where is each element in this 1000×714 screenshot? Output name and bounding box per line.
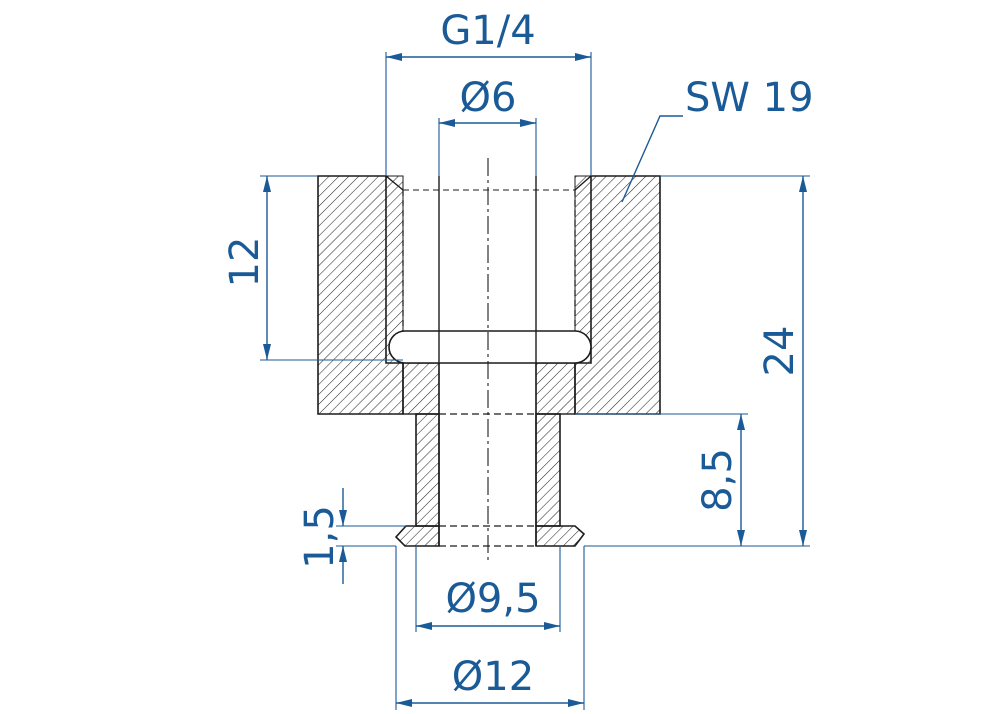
- dimension-texts: G1/4 Ø6 SW 19 12 24 8,5 1,5 Ø9,5 Ø12: [222, 8, 814, 700]
- chamfer-left: [385, 175, 404, 191]
- chamfer-right: [574, 175, 592, 191]
- bore-wall-left: [402, 362, 440, 415]
- arrow-shank-top: [737, 414, 745, 430]
- thread-zone-right: [574, 175, 592, 364]
- shank-wall-left: [415, 413, 440, 527]
- arrow-thread-depth-top: [263, 176, 271, 192]
- dimension-lines: [263, 53, 807, 707]
- arrow-shank-d-right: [544, 622, 560, 630]
- arrow-thread-right: [575, 53, 591, 61]
- label-total-height: 24: [757, 326, 803, 377]
- flange-left: [394, 525, 440, 547]
- shank-wall-right: [535, 413, 561, 527]
- flange-right: [535, 525, 586, 547]
- label-thread: G1/4: [440, 8, 535, 54]
- label-wrench-size: SW 19: [685, 75, 814, 121]
- extension-lines: [260, 52, 810, 710]
- thread-undercut: [388, 330, 592, 364]
- label-shank-diameter: Ø9,5: [445, 576, 540, 622]
- arrow-shank-d-left: [416, 622, 432, 630]
- arrow-bore-right: [520, 119, 536, 127]
- label-bore: Ø6: [460, 75, 517, 121]
- leader-wrench-size: [621, 115, 683, 203]
- bore-wall-right: [535, 362, 576, 415]
- arrow-total-top: [799, 176, 807, 192]
- label-flange-diameter: Ø12: [452, 654, 534, 700]
- arrow-thread-left: [386, 53, 402, 61]
- arrow-flange-d-right: [568, 699, 584, 707]
- arrow-flange-top: [339, 510, 347, 526]
- arrow-bore-left: [439, 119, 455, 127]
- label-flange-height: 1,5: [297, 505, 343, 569]
- arrow-total-bottom: [799, 530, 807, 546]
- arrow-flange-bottom: [339, 546, 347, 562]
- thread-zone-left: [385, 175, 404, 364]
- arrow-thread-depth-bottom: [263, 344, 271, 360]
- label-shank-height: 8,5: [695, 448, 741, 512]
- label-thread-depth: 12: [222, 237, 268, 288]
- part-section: [317, 158, 661, 562]
- arrow-flange-d-left: [396, 699, 412, 707]
- arrow-shank-bottom: [737, 530, 745, 546]
